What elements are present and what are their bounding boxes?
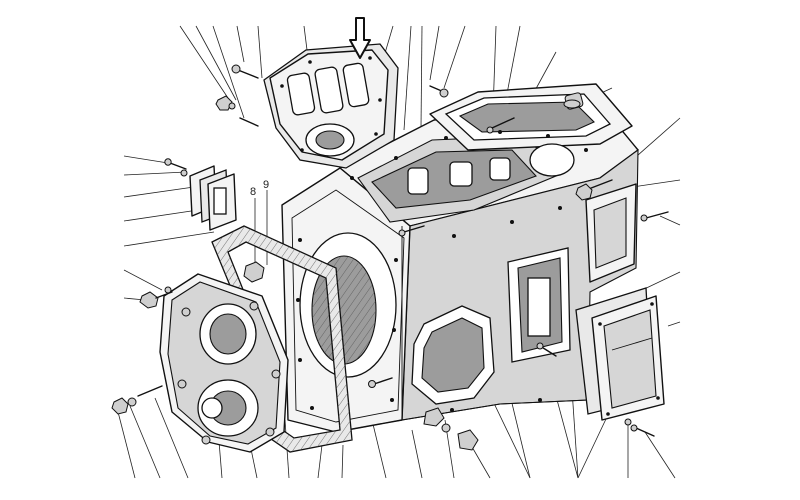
down-arrow-icon: [349, 17, 371, 59]
callout-8: 8: [250, 186, 256, 198]
fasteners: [111, 64, 669, 451]
callout-9: 9: [263, 179, 269, 191]
top-cover-assembly: [263, 43, 399, 169]
small-cover-plates: [189, 165, 237, 231]
side-cover-assembly: [575, 287, 665, 421]
front-bearing-cover: [159, 273, 289, 453]
